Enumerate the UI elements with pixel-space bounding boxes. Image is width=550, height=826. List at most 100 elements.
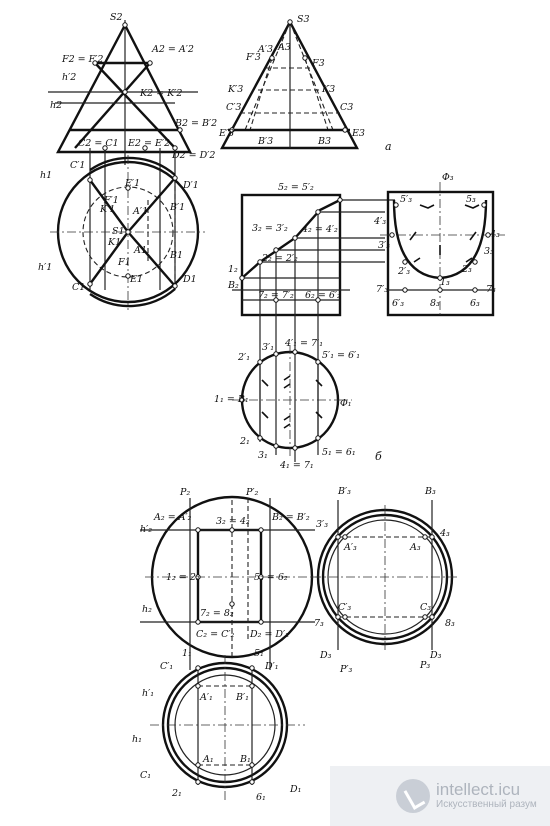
point-label: C₁ <box>140 770 151 781</box>
point-label: B₂ <box>227 280 239 291</box>
point-label: 1₁ = B₁ <box>214 394 249 405</box>
point-label: 2′₃ <box>397 266 410 277</box>
point-label: 2₁ <box>239 436 250 447</box>
point-label: 4′₃ <box>373 216 386 227</box>
point-label: h₁ <box>132 734 142 745</box>
point-label: 3′₃ <box>378 240 390 251</box>
point-label: E′3 <box>218 128 234 139</box>
point-label: D2 = D′2 <box>171 150 215 161</box>
point-label: 1₃ <box>440 277 450 288</box>
point-label: C′3 <box>226 102 241 113</box>
point-label: A₃ <box>409 542 421 553</box>
point-label: 8₃ <box>445 618 455 629</box>
point-label: A′₁ <box>199 692 213 703</box>
point-label: A′₃ <box>343 542 357 553</box>
watermark-title: intellect.icu <box>436 780 521 799</box>
point-label: 1₂ <box>228 264 238 275</box>
point-label: h₂ <box>142 604 152 615</box>
point-label: 4₃ <box>489 229 500 240</box>
point-label: C1 <box>72 282 85 293</box>
point-label: 2₁ <box>171 788 182 799</box>
point-label: 1₁ <box>182 648 192 659</box>
point-label: D′₁ <box>264 661 279 672</box>
point-label: B₃ <box>424 486 436 497</box>
point-label: 3′₁ <box>262 342 274 353</box>
point-label: 4′₁ = 7′₁ <box>284 338 323 349</box>
point-label: A′3 <box>257 44 273 55</box>
figure-b <box>232 182 505 462</box>
point-label: 7₃ <box>314 618 324 629</box>
figure-b-front-view <box>232 193 395 462</box>
point-label: P₂ <box>179 487 190 498</box>
point-label: K1 <box>107 237 121 248</box>
point-label: C₂ = C′₂ <box>196 629 235 640</box>
point-label: B′1 <box>169 202 185 213</box>
point-label: C′₁ <box>160 661 173 672</box>
watermark-panel: intellect.icu Искусственный разум <box>330 766 550 826</box>
point-label: E′1 <box>124 178 140 189</box>
figure-a <box>48 19 359 310</box>
point-label: h′1 <box>38 262 52 273</box>
point-label: F2 = F′2 <box>61 54 103 65</box>
point-label: S2 <box>110 12 123 23</box>
point-label: 6′₃ <box>392 298 404 309</box>
point-label: P′₂ <box>245 487 259 498</box>
point-label: 1₂ = 2₂ <box>166 572 200 583</box>
figure-b-top-view <box>232 345 352 458</box>
point-label: 7′₃ <box>376 284 388 295</box>
point-label: F1 <box>117 257 131 268</box>
point-label: 6₃ <box>470 298 480 309</box>
point-label: 5₂ = 5′₂ <box>278 182 314 193</box>
point-label: h1 <box>40 170 52 181</box>
point-label: 5′₁ = 6′₁ <box>322 350 360 361</box>
point-label: 5₁ <box>254 648 264 659</box>
point-label: A1 <box>133 245 147 256</box>
watermark-text: intellect.icu Искусственный разум <box>436 781 537 811</box>
point-label: D₁ <box>289 784 301 795</box>
figure-c-front-view <box>140 495 320 670</box>
point-label: 5′₃ <box>400 194 412 205</box>
point-label: 6₁ <box>256 792 266 803</box>
point-label: C3 <box>340 102 353 113</box>
point-label: B2 = B′2 <box>174 118 217 129</box>
point-label: 2′₁ <box>237 352 250 363</box>
point-label: 3₃ <box>484 246 494 257</box>
figure-a-side-view <box>219 19 359 150</box>
point-label: C2 = C1 <box>78 138 119 149</box>
figure-c-side-view <box>312 500 460 650</box>
figure-label: а <box>385 140 392 153</box>
point-label: F′3 <box>245 52 261 63</box>
figure-label: б <box>375 450 382 463</box>
brand-logo-icon <box>396 779 430 813</box>
point-label: 7₂ = 8₂ <box>200 608 234 619</box>
figure-a-top-view <box>50 155 205 310</box>
point-label: S1 <box>112 226 125 237</box>
figure-b-side-view <box>380 182 505 318</box>
point-label: D′1 <box>182 180 199 191</box>
point-label: K2 = K′2 <box>139 88 182 99</box>
point-label: A3 <box>277 42 291 53</box>
point-label: A₁ <box>202 754 214 765</box>
point-label: 2₂ = 2′₂ <box>261 253 298 264</box>
point-label: 3′₃ <box>316 519 328 530</box>
point-label: P′₃ <box>339 664 353 675</box>
point-label: B3 <box>317 136 331 147</box>
point-label: F′1 <box>103 195 119 206</box>
point-label: 4₂ = 4′₂ <box>301 224 338 235</box>
point-label: A2 = A′2 <box>151 44 194 55</box>
point-label: Φ₁ <box>340 398 352 409</box>
point-label: B′3 <box>257 136 273 147</box>
point-label: 4₁ = 7₁ <box>279 460 314 471</box>
point-label: Φ₃ <box>442 172 454 183</box>
point-label: h′₂ <box>140 524 152 535</box>
point-label: 3₂ = 3′₂ <box>252 223 288 234</box>
point-label: E3 <box>351 128 365 139</box>
point-label: 3₁ <box>258 450 268 461</box>
point-label: 7₃ <box>486 284 496 295</box>
point-label: 3₂ = 4₂ <box>216 516 250 527</box>
point-label: 5₁ = 6₁ <box>322 447 356 458</box>
point-label: h2 <box>50 100 62 111</box>
point-label: D₃ <box>319 650 332 661</box>
